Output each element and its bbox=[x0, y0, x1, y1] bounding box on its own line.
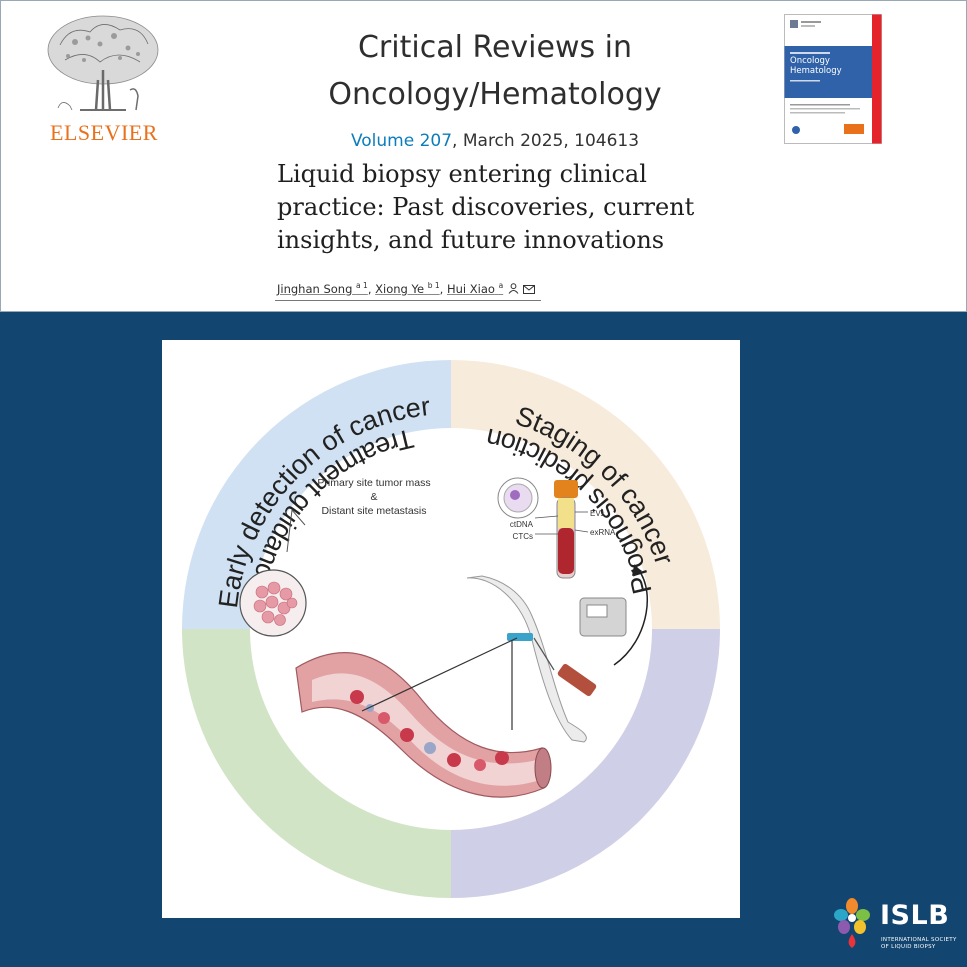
issue-date-id: , March 2025, 104613 bbox=[452, 131, 640, 151]
journal-title-line1: Critical Reviews in bbox=[357, 30, 632, 65]
author-list: Jinghan Song a 1, Xiong Ye b 1, Hui Xiao… bbox=[277, 281, 536, 296]
author-link[interactable]: Xiong Ye b 1 bbox=[375, 281, 440, 296]
blood-tube-cap bbox=[554, 480, 578, 498]
callout-line2: Distant site metastasis bbox=[321, 505, 426, 517]
islb-fullname-line2: OF LIQUID BIOPSY bbox=[881, 944, 936, 950]
vessel-opening bbox=[534, 747, 552, 789]
ring-inner-area bbox=[250, 428, 652, 830]
blood-cells bbox=[350, 690, 509, 771]
volume-line: Volume 207, March 2025, 104613 bbox=[230, 131, 760, 151]
vessel-lumen bbox=[312, 673, 540, 786]
cover-title-line1: Oncology bbox=[790, 56, 830, 66]
person-icon[interactable] bbox=[507, 283, 520, 294]
callout-line1: Primary site tumor mass bbox=[317, 477, 430, 489]
article-title: Liquid biopsy entering clinical practice… bbox=[277, 160, 695, 254]
islb-flower-icon bbox=[834, 898, 870, 948]
pointer-line-1 bbox=[361, 637, 518, 712]
journal-title[interactable]: Critical Reviews in Oncology/Hematology bbox=[230, 24, 760, 118]
cover-title-line2: Hematology bbox=[790, 66, 842, 76]
journal-title-line2: Oncology/Hematology bbox=[328, 77, 662, 112]
callout-leader-line bbox=[286, 508, 306, 553]
label-exrna: exRNA bbox=[590, 528, 616, 537]
author-link[interactable]: Jinghan Song a 1 bbox=[277, 281, 368, 296]
label-ctdna: ctDNA bbox=[510, 520, 534, 529]
needle-tube bbox=[533, 637, 555, 671]
tumor-cell-cluster bbox=[253, 581, 298, 626]
islb-fullname-line1: INTERNATIONAL SOCIETY bbox=[881, 937, 957, 943]
volume-link[interactable]: Volume 207 bbox=[350, 131, 453, 151]
author-underline bbox=[275, 300, 541, 301]
envelope-icon[interactable] bbox=[523, 284, 536, 294]
label-ctcs: CTCs bbox=[513, 532, 533, 541]
graphical-abstract: Early detection of cancer Staging of can… bbox=[182, 360, 720, 898]
patient-arm bbox=[466, 575, 587, 743]
collection-tube bbox=[557, 663, 597, 697]
tree-icon bbox=[47, 15, 159, 111]
callout-amp: & bbox=[370, 491, 377, 503]
journal-cover-thumbnail[interactable]: Oncology Hematology bbox=[784, 14, 882, 144]
islb-wordmark: ISLB bbox=[880, 900, 950, 931]
elsevier-wordmark: ELSEVIER bbox=[50, 120, 158, 145]
author-link[interactable]: Hui Xiao a bbox=[446, 281, 504, 296]
process-arrow bbox=[613, 564, 648, 666]
tourniquet bbox=[507, 633, 533, 641]
label-evs: EVs bbox=[590, 509, 605, 518]
